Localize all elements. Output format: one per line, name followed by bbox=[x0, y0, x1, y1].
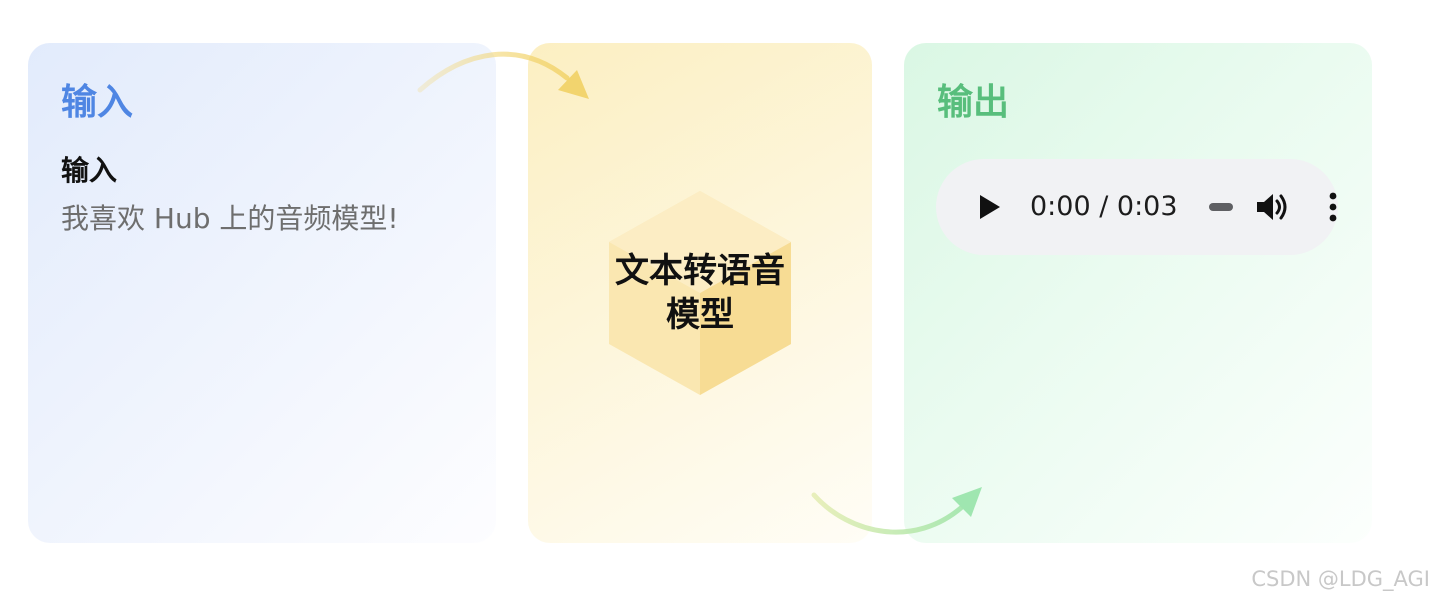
more-vertical-icon[interactable] bbox=[1328, 191, 1338, 223]
audio-time-display: 0:00 / 0:03 bbox=[1030, 191, 1178, 222]
hexagon-icon bbox=[609, 191, 791, 395]
model-panel: 文本转语音 模型 bbox=[528, 43, 872, 543]
model-name: 文本转语音 模型 bbox=[528, 249, 872, 337]
output-panel-title: 输出 bbox=[937, 82, 1010, 123]
model-name-line2: 模型 bbox=[666, 295, 734, 335]
audio-progress-slider[interactable] bbox=[1209, 203, 1233, 211]
model-name-line1: 文本转语音 bbox=[615, 251, 785, 291]
input-field-label: 输入 bbox=[61, 154, 118, 187]
volume-icon[interactable] bbox=[1256, 191, 1290, 223]
audio-player: 0:00 / 0:03 bbox=[936, 159, 1338, 255]
output-panel: 输出 0:00 / 0:03 bbox=[904, 43, 1372, 543]
play-icon[interactable] bbox=[978, 193, 1002, 221]
watermark: CSDN @LDG_AGI bbox=[1251, 567, 1430, 591]
input-field-value: 我喜欢 Hub 上的音频模型! bbox=[61, 202, 399, 235]
input-panel: 输入 输入 我喜欢 Hub 上的音频模型! bbox=[28, 43, 496, 543]
input-panel-title: 输入 bbox=[61, 82, 134, 123]
